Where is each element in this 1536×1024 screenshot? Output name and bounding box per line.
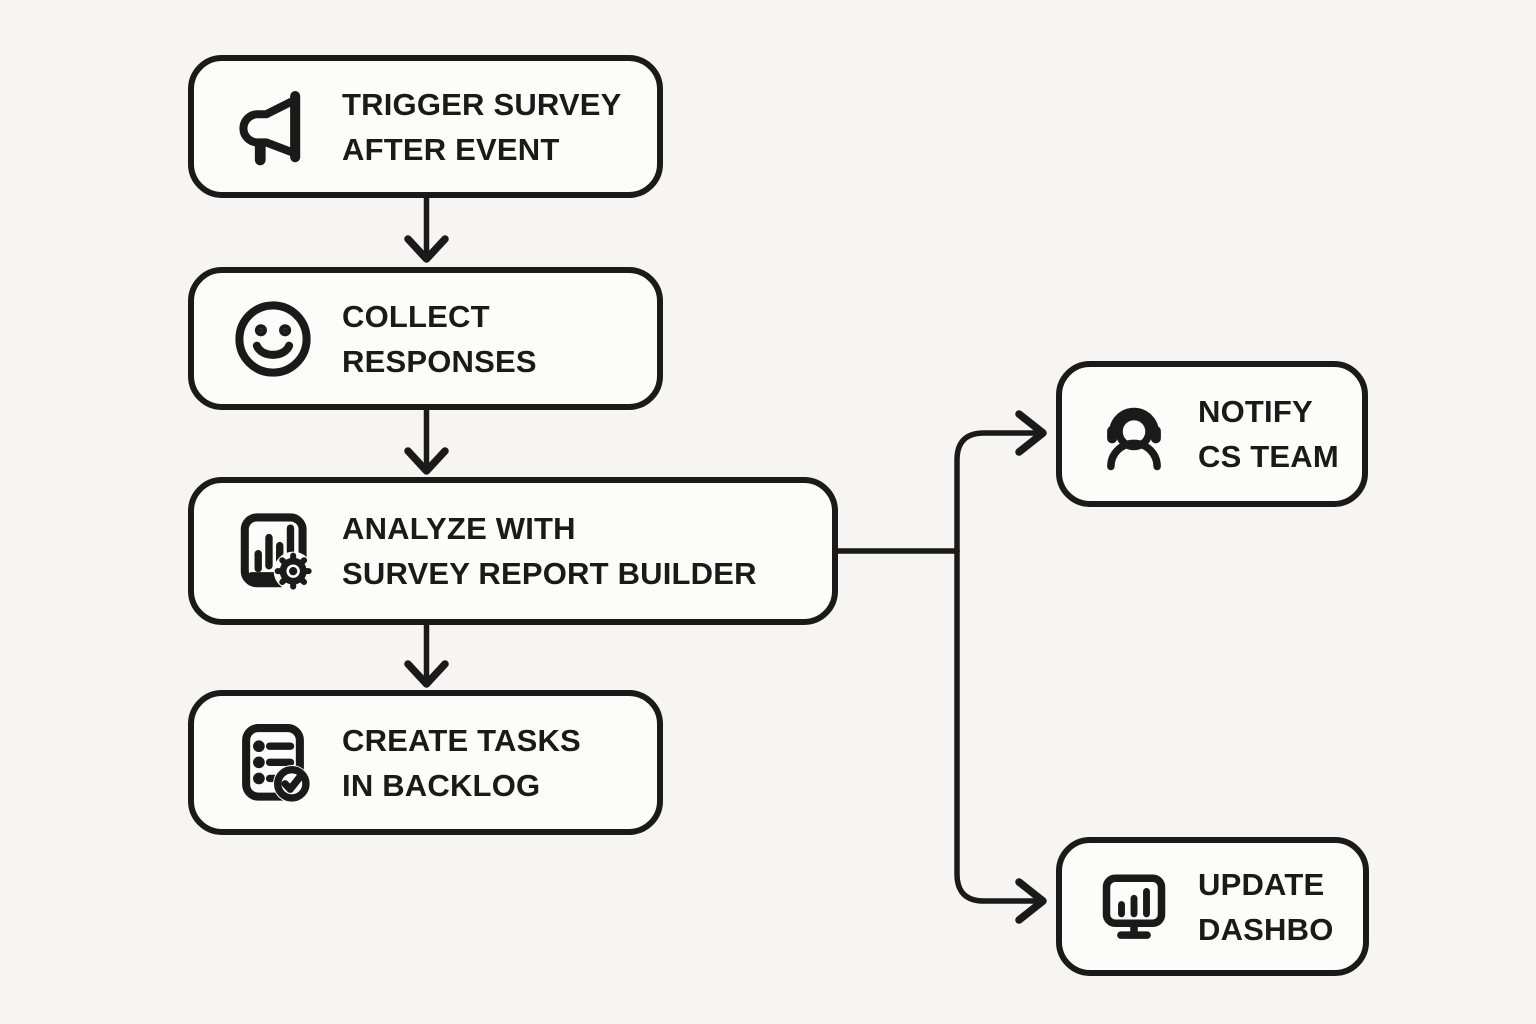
smiley-icon (230, 296, 316, 382)
report-gear-icon (230, 508, 316, 594)
node-label: UPDATE DASHBO (1198, 862, 1334, 952)
node-label-line1: UPDATE (1198, 866, 1325, 902)
node-label: COLLECT RESPONSES (342, 294, 537, 384)
node-create-tasks-in-backlog: CREATE TASKS IN BACKLOG (188, 690, 663, 835)
megaphone-icon (230, 84, 316, 170)
node-update-dashboard: UPDATE DASHBO (1056, 837, 1369, 976)
monitor-chart-icon (1094, 867, 1174, 947)
node-label-line2: AFTER EVENT (342, 131, 560, 167)
node-label-line1: CREATE TASKS (342, 722, 581, 758)
node-label-line2: DASHBO (1198, 911, 1334, 947)
node-notify-cs-team: NOTIFY CS TEAM (1056, 361, 1368, 507)
node-label-line2: RESPONSES (342, 343, 537, 379)
node-label: ANALYZE WITH SURVEY REPORT BUILDER (342, 506, 757, 596)
checklist-icon (230, 720, 316, 806)
node-trigger-survey-after-event: TRIGGER SURVEY AFTER EVENT (188, 55, 663, 198)
node-label-line1: COLLECT (342, 298, 490, 334)
node-label: TRIGGER SURVEY AFTER EVENT (342, 82, 622, 172)
headset-icon (1094, 394, 1174, 474)
node-label-line2: IN BACKLOG (342, 767, 541, 803)
node-label: NOTIFY CS TEAM (1198, 389, 1339, 479)
node-label-line1: ANALYZE WITH (342, 511, 576, 546)
node-analyze-with-survey-report-builder: ANALYZE WITH SURVEY REPORT BUILDER (188, 477, 838, 625)
node-label-line2: CS TEAM (1198, 439, 1339, 474)
node-label: CREATE TASKS IN BACKLOG (342, 718, 581, 808)
node-collect-responses: COLLECT RESPONSES (188, 267, 663, 410)
node-label-line1: TRIGGER SURVEY (342, 86, 622, 122)
node-label-line1: NOTIFY (1198, 394, 1313, 429)
node-label-line2: SURVEY REPORT BUILDER (342, 556, 757, 591)
